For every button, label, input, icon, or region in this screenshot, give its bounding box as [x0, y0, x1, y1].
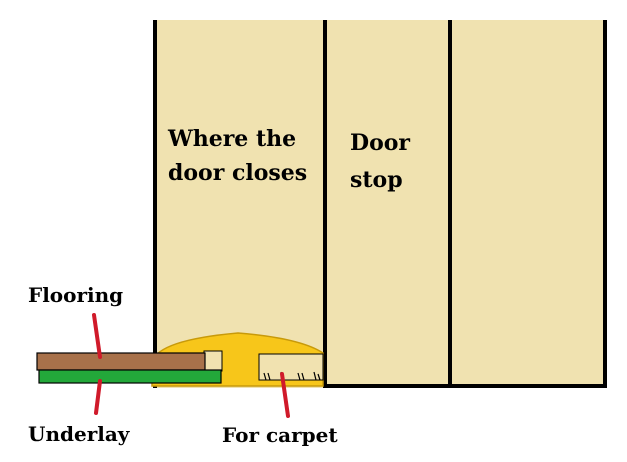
carpet-pointer — [280, 372, 290, 418]
flooring-layer — [36, 352, 206, 371]
flooring-pointer — [92, 313, 102, 359]
underlay-label: Underlay — [28, 422, 131, 446]
door-close-panel — [153, 16, 327, 388]
carpet-slot — [258, 353, 324, 381]
underlay-pointer — [94, 379, 102, 415]
flooring-label: Flooring — [28, 283, 123, 307]
door-stop-panel — [323, 16, 452, 388]
underlay-layer — [38, 369, 222, 384]
for-carpet-label: For carpet — [222, 423, 338, 447]
door-stop-label-line1: Door — [350, 130, 410, 156]
frame-right-panel — [448, 16, 607, 388]
flooring-slot — [203, 350, 223, 372]
door-closes-label-line2: door closes — [168, 160, 307, 186]
door-stop-label-line2: stop — [350, 167, 403, 193]
door-closes-label-line1: Where the — [167, 126, 296, 152]
